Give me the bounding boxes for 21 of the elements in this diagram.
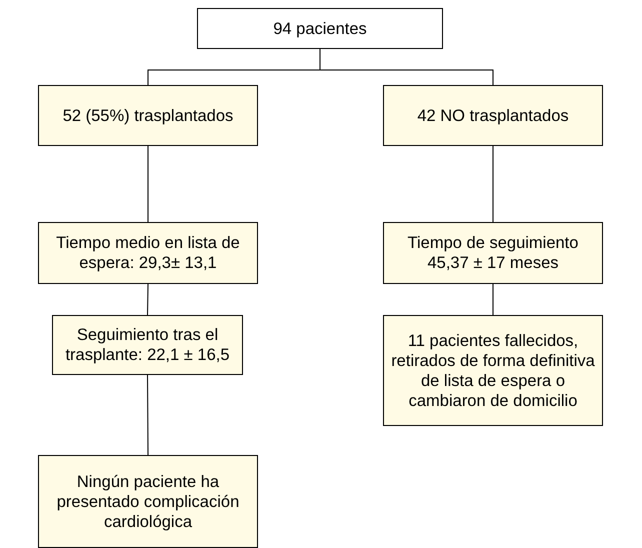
connector-line: [320, 48, 494, 86]
box-text: 52 (55%) trasplantados: [62, 106, 234, 126]
flow-box: [383, 315, 603, 426]
box-text: 11 pacientes fallecidos, retirados de forma definitiva de lista de espera o cambiaron de domicilio: [390, 330, 596, 410]
flow-box: [52, 315, 243, 375]
flow-box: [383, 222, 603, 284]
box-text: Ningún paciente ha presentado complicación cardiológica: [56, 472, 240, 532]
box-text: Tiempo de seguimiento 45,37 ± 17 meses: [406, 233, 580, 273]
flow-box: [38, 85, 258, 146]
flow-box: [197, 8, 443, 49]
connector-line: [492, 146, 494, 222]
flow-box: [38, 222, 258, 284]
box-text: 94 pacientes: [273, 18, 367, 38]
flow-box: [383, 85, 603, 146]
box-text: Tiempo medio en lista de espera: 29,3± 13,1: [55, 233, 241, 273]
box-text: Seguimiento tras el trasplante: 22,1 ± 16,5: [64, 325, 231, 365]
connector-line: [147, 374, 148, 456]
connector-line: [492, 284, 494, 316]
flow-box: [38, 455, 258, 548]
connector-line: [147, 284, 148, 316]
box-text: 42 NO trasplantados: [417, 106, 569, 126]
